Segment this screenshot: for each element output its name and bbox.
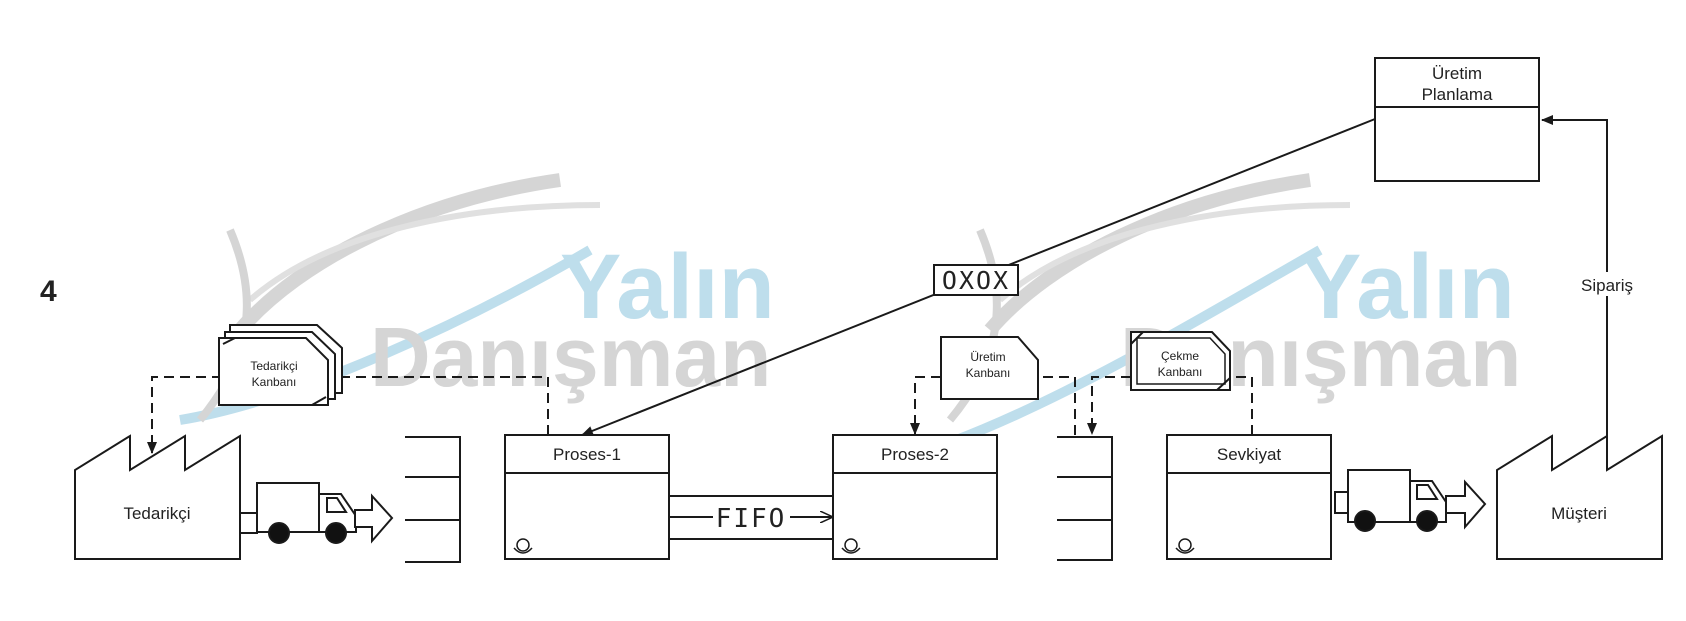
watermark-logo-left: Yalın Danışman <box>179 173 775 425</box>
withdrawal-kanban-card: Çekme Kanbanı <box>1130 331 1231 391</box>
schedule-flow: OXOX <box>581 118 1376 436</box>
watermark-text-yalin-left: Yalın <box>560 236 775 338</box>
step-number: 4 <box>40 275 57 308</box>
process2-box: Proses-2 <box>832 434 998 560</box>
fifo-lane: FIFO <box>669 495 833 540</box>
production-kanban-line1: Üretim <box>970 350 1005 364</box>
operator-icon <box>1175 538 1195 554</box>
customer-label: Müşteri <box>1551 504 1607 523</box>
withdrawal-kanban-loop <box>1087 376 1253 435</box>
customer-truck-icon <box>1334 469 1487 532</box>
load-leveling-label: OXOX <box>942 266 1010 295</box>
supplier-label: Tedarikçi <box>123 504 190 523</box>
fifo-label: FIFO <box>716 504 787 534</box>
operator-icon <box>513 538 533 554</box>
production-kanban-loop <box>910 376 1076 435</box>
watermark-text-yalin-right: Yalın <box>1300 236 1515 338</box>
watermark: Yalın Danışman Yalın Danışman <box>179 173 1521 475</box>
production-planning-box: Üretim Planlama <box>1374 57 1540 182</box>
supplier-factory: Tedarikçi <box>74 434 241 560</box>
production-kanban-card: Üretim Kanbanı <box>940 336 1039 400</box>
shipping-box: Sevkiyat <box>1166 434 1332 560</box>
production-planning-line1: Üretim <box>1432 64 1482 83</box>
supplier-kanban-line2: Kanbanı <box>252 375 297 389</box>
withdrawal-kanban-line2: Kanbanı <box>1158 365 1203 379</box>
order-label: Sipariş <box>1581 276 1633 295</box>
watermark-text-danisman-left: Danışman <box>370 310 771 404</box>
supermarket <box>1057 436 1113 561</box>
operator-icon <box>841 538 861 554</box>
process2-label: Proses-2 <box>881 445 949 464</box>
production-planning-line2: Planlama <box>1422 85 1493 104</box>
process1-label: Proses-1 <box>553 445 621 464</box>
production-kanban-line2: Kanbanı <box>966 366 1011 380</box>
withdrawal-kanban-line1: Çekme <box>1161 349 1199 363</box>
process1-box: Proses-1 <box>504 434 670 560</box>
supplier-kanban-card: Tedarikçi Kanbanı <box>218 324 343 406</box>
order-flow: Sipariş <box>1541 115 1644 436</box>
customer-factory: Müşteri <box>1496 434 1663 560</box>
inventory-supplier <box>405 436 461 563</box>
watermark-logo-right: Yalın Danışman <box>858 173 1521 475</box>
supplier-kanban-line1: Tedarikçi <box>250 359 297 373</box>
shipping-label: Sevkiyat <box>1217 445 1282 464</box>
supplier-truck-icon <box>239 482 394 544</box>
supplier-kanban-loop <box>147 376 549 454</box>
